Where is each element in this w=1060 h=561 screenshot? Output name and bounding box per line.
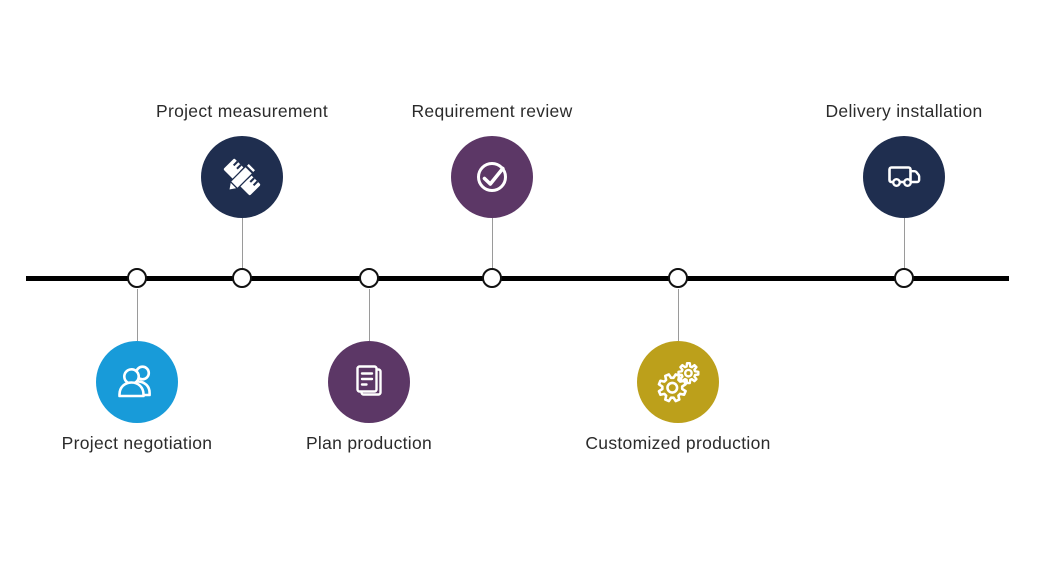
document-icon	[356, 365, 382, 396]
timeline-node	[482, 268, 502, 288]
timeline-node	[359, 268, 379, 288]
connector-line	[903, 218, 905, 268]
milestone-label: Customized production	[585, 433, 771, 453]
connector-line	[241, 218, 243, 268]
ruler-pencil-icon	[223, 158, 261, 196]
milestone-badge	[96, 341, 178, 423]
milestone-label: Requirement review	[411, 101, 573, 121]
milestone-badge	[863, 136, 945, 218]
milestone-badge	[451, 136, 533, 218]
timeline-node	[668, 268, 688, 288]
milestone-label: Project measurement	[155, 101, 329, 121]
people-icon	[118, 365, 151, 398]
connector-line	[136, 289, 138, 341]
milestone-badge	[201, 136, 283, 218]
milestone-label: Project negotiation	[61, 433, 213, 453]
timeline-line	[26, 276, 1009, 281]
milestone-label: Delivery installation	[825, 101, 983, 121]
truck-icon	[888, 166, 921, 188]
timeline-node	[894, 268, 914, 288]
connector-line	[368, 289, 370, 341]
milestone-badge	[637, 341, 719, 423]
connector-line	[677, 289, 679, 341]
connector-line	[491, 218, 493, 268]
milestone-label: Plan production	[305, 433, 433, 453]
gears-icon	[657, 362, 700, 403]
milestone-badge	[328, 341, 410, 423]
check-icon	[477, 162, 507, 192]
timeline-node	[127, 268, 147, 288]
timeline-node	[232, 268, 252, 288]
